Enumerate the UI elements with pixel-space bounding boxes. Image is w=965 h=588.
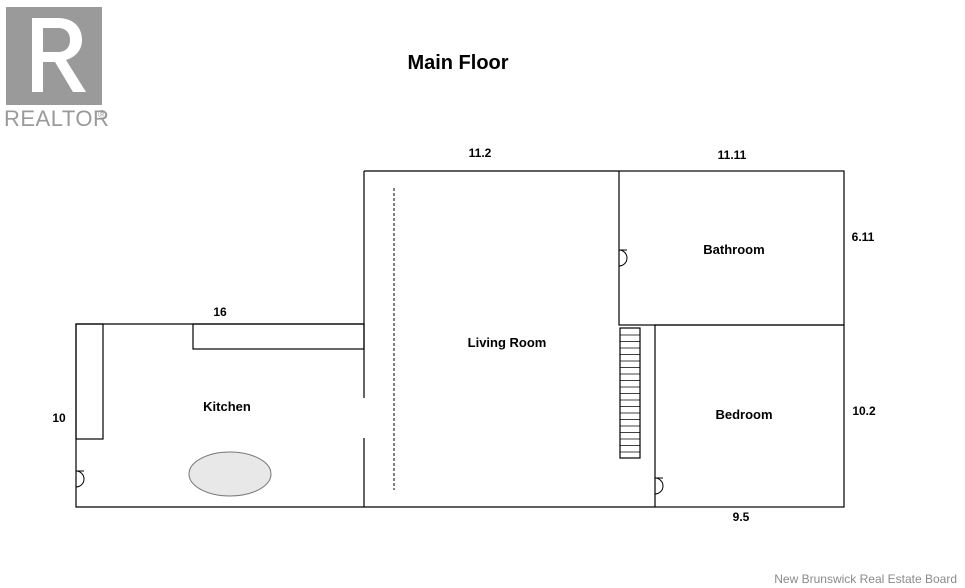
- room-label-bathroom: Bathroom: [703, 242, 764, 257]
- kitchen-table: [188, 451, 272, 497]
- dim-bathroom-width: 11.11: [718, 148, 747, 162]
- dim-bathroom-depth: 6.11: [852, 230, 875, 244]
- realtor-logo: REALTOR ®: [4, 7, 109, 131]
- dim-kitchen-depth: 10: [52, 411, 66, 425]
- door-swings: [75, 249, 664, 495]
- staircase: [619, 327, 641, 459]
- dim-bedroom-depth: 10.2: [852, 404, 876, 418]
- room-label-living-room: Living Room: [468, 335, 547, 350]
- room-label-bedroom: Bedroom: [715, 407, 772, 422]
- registered-mark: ®: [98, 109, 106, 121]
- dim-bedroom-width: 9.5: [733, 510, 750, 524]
- realtor-logo-text: REALTOR: [4, 106, 109, 131]
- page-title: Main Floor: [407, 52, 508, 74]
- living-room-walls: [363, 170, 655, 508]
- dim-living-room-width: 11.2: [469, 146, 492, 160]
- room-label-kitchen: Kitchen: [203, 399, 251, 414]
- kitchen-walls: [75, 323, 365, 508]
- dim-kitchen-width: 16: [213, 305, 227, 319]
- footer-credit: New Brunswick Real Estate Board: [774, 572, 957, 586]
- bedroom-walls: [654, 324, 845, 508]
